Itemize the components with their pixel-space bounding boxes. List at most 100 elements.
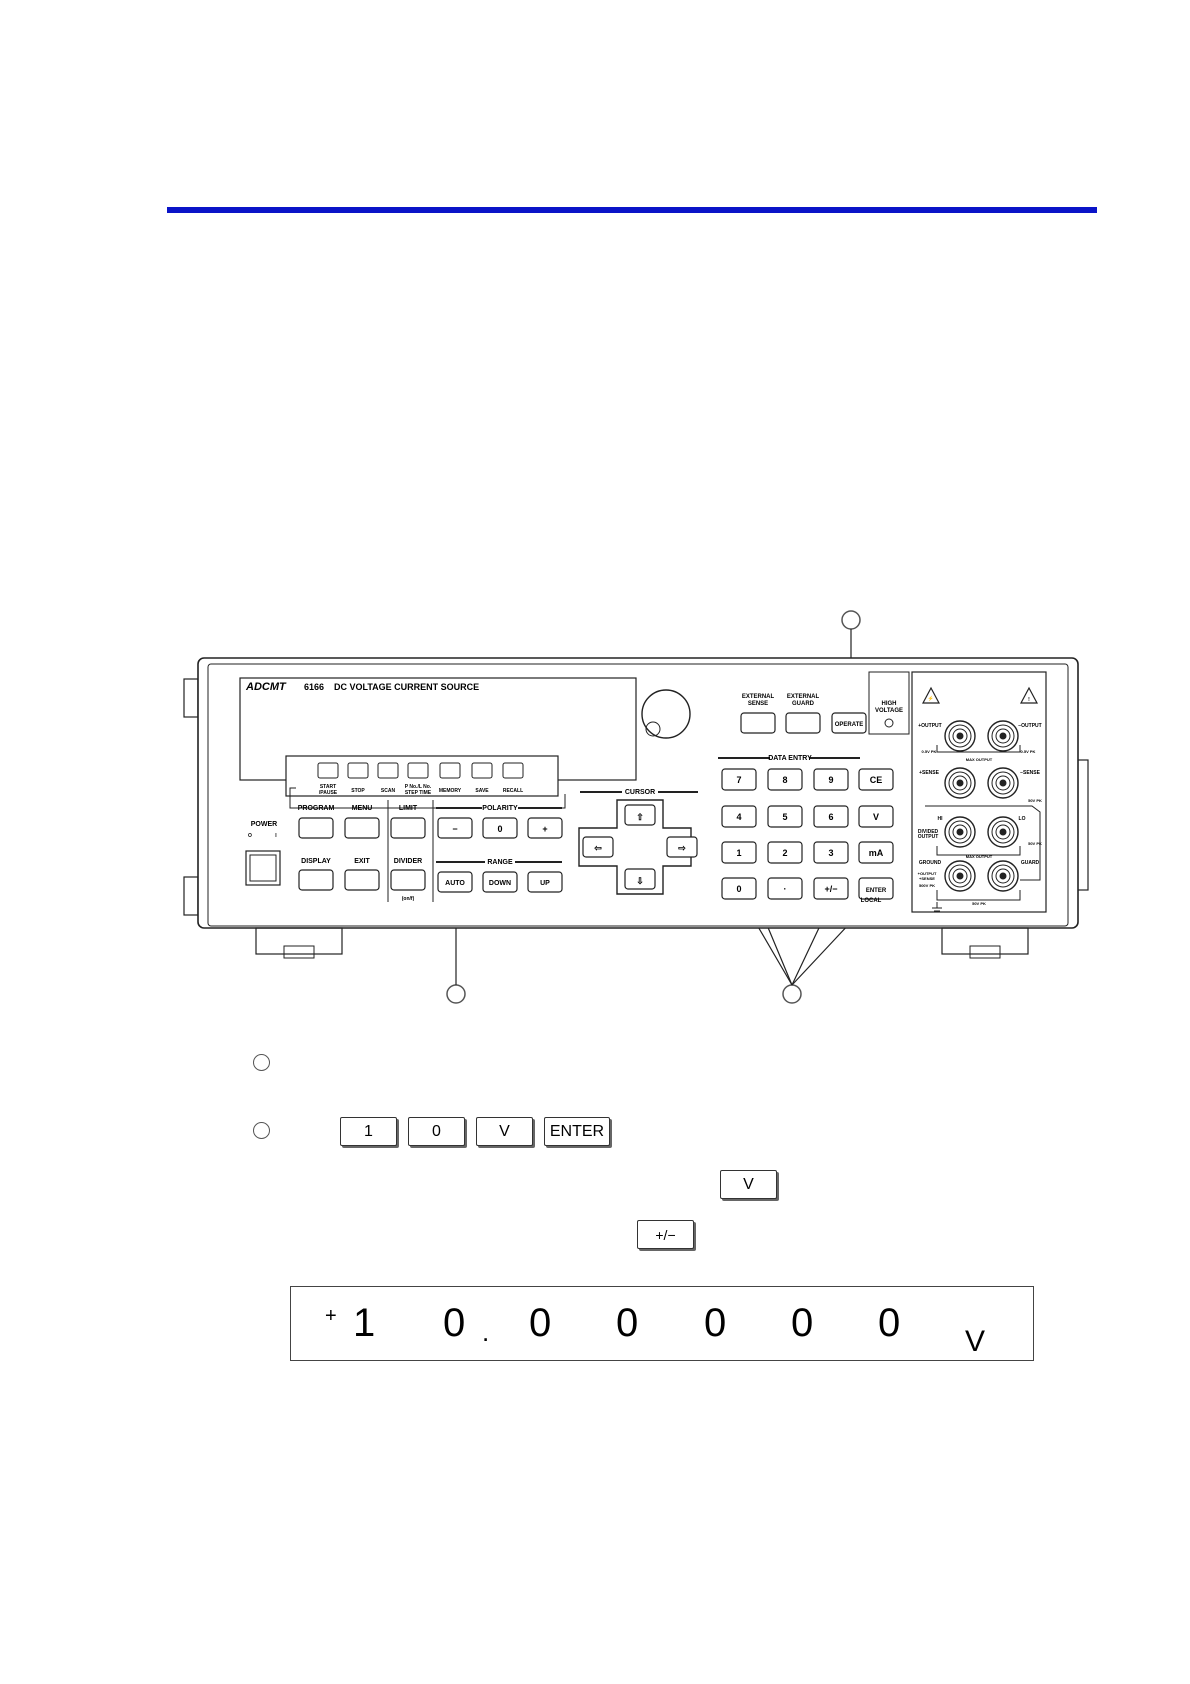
binding-post-ring	[999, 872, 1007, 880]
binding-post-ring	[948, 864, 972, 888]
polarity-minus-key[interactable]	[437, 817, 473, 839]
svg-text:/PAUSE: /PAUSE	[319, 790, 338, 796]
binding-post-ring	[952, 868, 968, 884]
keypad-key[interactable]	[721, 768, 757, 791]
svg-text:EXTERNAL: EXTERNAL	[742, 694, 775, 700]
binding-post-ring	[948, 820, 972, 844]
program-key[interactable]	[298, 817, 334, 839]
fkey-memory-label: MEMORY	[439, 788, 462, 794]
keypad-key[interactable]	[813, 805, 849, 828]
svg-text:DOWN: DOWN	[489, 880, 511, 887]
external-sense-key[interactable]	[740, 712, 776, 734]
svg-text:+OUTPUT: +OUTPUT	[918, 871, 937, 876]
keypad-key[interactable]	[767, 841, 803, 864]
rotary-knob[interactable]	[641, 689, 691, 739]
keypad-key[interactable]	[767, 768, 803, 791]
keypad-key[interactable]	[721, 805, 757, 828]
svg-text:O: O	[248, 833, 252, 839]
binding-post-ring	[948, 724, 972, 748]
menu-key[interactable]	[344, 817, 380, 839]
readout-digit: 1	[353, 1301, 376, 1345]
svg-text:!: !	[1028, 697, 1030, 703]
keypad-key[interactable]	[721, 841, 757, 864]
keypad-key[interactable]	[858, 877, 894, 900]
cursor-up-key[interactable]	[624, 804, 656, 826]
svg-text:500V PK: 500V PK	[919, 883, 935, 888]
keypad-key[interactable]	[813, 841, 849, 864]
readout-digit: 0	[529, 1301, 552, 1345]
svg-text:−: −	[452, 824, 457, 834]
polarity-zero-key[interactable]	[482, 817, 518, 839]
svg-text:⇧: ⇧	[636, 812, 644, 822]
keypad-key[interactable]	[813, 768, 849, 791]
panel-title: DC VOLTAGE CURRENT SOURCE	[334, 682, 479, 692]
keypad-key[interactable]	[858, 841, 894, 864]
svg-text:GUARD: GUARD	[1021, 860, 1040, 866]
binding-post-ring	[999, 828, 1007, 836]
binding-post-ring	[956, 872, 964, 880]
svg-text:DIVIDER: DIVIDER	[394, 858, 422, 865]
binding-post-ring	[991, 820, 1015, 844]
keypad-key[interactable]	[767, 877, 803, 900]
function-keys[interactable]	[317, 762, 524, 779]
divider-key[interactable]	[390, 869, 426, 891]
keypad-key-label: 1	[736, 848, 741, 858]
svg-text:+: +	[542, 824, 547, 834]
range-up-key[interactable]	[527, 871, 563, 893]
svg-text:(on/f): (on/f)	[402, 896, 415, 902]
cursor-right-key[interactable]	[666, 836, 698, 858]
display-key[interactable]	[298, 869, 334, 891]
binding-post-ring	[944, 767, 976, 799]
range-down-key[interactable]	[482, 871, 518, 893]
cursor-pad	[578, 799, 692, 895]
keypad-key[interactable]	[721, 877, 757, 900]
keypad-key[interactable]	[767, 805, 803, 828]
binding-post-ring	[995, 728, 1011, 744]
svg-text:−OUTPUT: −OUTPUT	[1018, 723, 1041, 729]
keypad-key-label: 9	[828, 775, 833, 785]
binding-posts[interactable]	[944, 720, 1019, 892]
range-auto-key[interactable]	[437, 871, 473, 893]
data-entry-title: DATA ENTRY	[768, 755, 812, 762]
svg-text:HIGH: HIGH	[882, 701, 897, 707]
keypad-key-label: 5	[782, 812, 787, 822]
keypad-key[interactable]	[813, 877, 849, 900]
binding-post-ring	[999, 779, 1007, 787]
operate-key[interactable]	[831, 712, 867, 734]
svg-text:GUARD: GUARD	[792, 701, 815, 707]
readout-digit: 0	[791, 1301, 814, 1345]
polarity-plus-key[interactable]	[527, 817, 563, 839]
binding-post-ring	[948, 771, 972, 795]
power-switch[interactable]	[245, 850, 281, 886]
binding-post-ring	[952, 824, 968, 840]
cursor-left-key[interactable]	[582, 836, 614, 858]
binding-post-ring	[995, 824, 1011, 840]
limit-key[interactable]	[390, 817, 426, 839]
keypad-key-label: +/−	[824, 884, 837, 894]
exit-key[interactable]	[344, 869, 380, 891]
svg-text:+SENSE: +SENSE	[919, 876, 935, 881]
keypad-key-label: CE	[870, 775, 883, 785]
external-guard-key[interactable]	[785, 712, 821, 734]
keypad-key-label: ·	[784, 884, 787, 894]
binding-post-ring	[952, 775, 968, 791]
readout-decimal: .	[482, 1317, 490, 1347]
step-marker-2	[253, 1122, 270, 1139]
cursor-down-key[interactable]	[624, 868, 656, 890]
binding-post-ring	[991, 864, 1015, 888]
readout-sign: +	[325, 1305, 337, 1327]
sign-key: +/−	[637, 1220, 694, 1249]
binding-post-ring	[944, 720, 976, 752]
keypad-key-label: V	[873, 812, 879, 822]
range-title: RANGE	[487, 859, 513, 866]
svg-text:⇩: ⇩	[636, 876, 644, 886]
keypad-key[interactable]	[858, 805, 894, 828]
svg-text:EXIT: EXIT	[354, 858, 370, 865]
keypad-key[interactable]	[858, 768, 894, 791]
svg-text:+SENSE: +SENSE	[919, 770, 940, 776]
cursor-title: CURSOR	[625, 789, 655, 796]
keypad-key-label: 4	[736, 812, 741, 822]
svg-text:⇦: ⇦	[593, 843, 602, 853]
